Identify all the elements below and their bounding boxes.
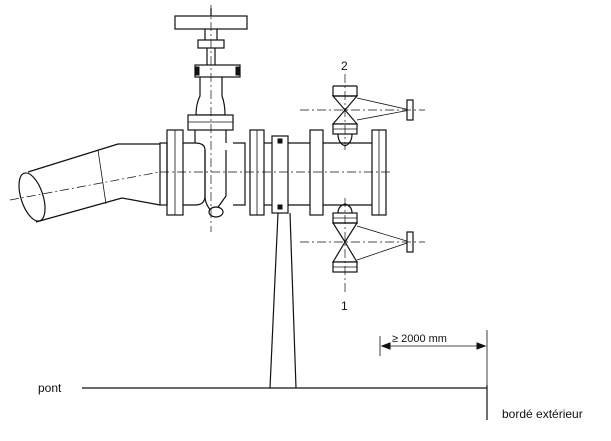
main-pipe <box>159 129 392 216</box>
dimension-line <box>380 342 487 350</box>
label-valve-1: 1 <box>341 299 348 313</box>
incoming-pipe <box>9 143 161 223</box>
branch-valve-lower <box>300 198 425 292</box>
label-hull: bordé extérieur <box>502 407 583 421</box>
pipe-support <box>269 212 297 389</box>
label-dimension: ≥ 2000 mm <box>392 333 447 345</box>
label-deck: pont <box>38 381 62 395</box>
gate-valve <box>174 5 248 232</box>
deck-line <box>82 330 488 420</box>
label-valve-2: 2 <box>341 59 348 73</box>
branch-valve-upper <box>300 74 425 150</box>
